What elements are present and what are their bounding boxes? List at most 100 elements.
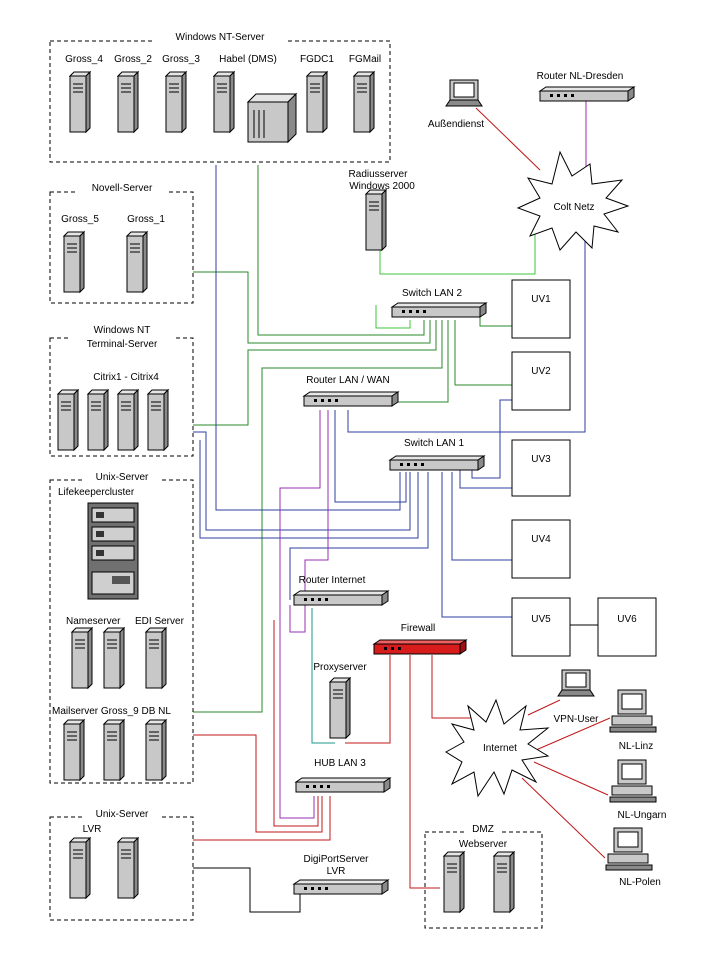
uv5-box xyxy=(511,597,571,657)
server-dbnl xyxy=(145,719,167,781)
wire-unix-to-switch2 xyxy=(193,320,443,713)
label-router-internet: Router Internet xyxy=(299,575,366,586)
wire-router-wan-to-switch1 xyxy=(334,410,407,503)
digiport-server xyxy=(293,879,389,895)
server-web-2 xyxy=(493,851,515,913)
group-title-unix-2: Unix-Server xyxy=(96,809,149,820)
label-habel: Habel (DMS) xyxy=(219,54,277,65)
colt-netz-cloud: Colt Netz xyxy=(516,150,630,251)
wire-firewall-to-proxy xyxy=(345,655,391,744)
server-nameserver-1 xyxy=(71,627,93,689)
windows-nt-servers: Gross_4 Gross_2 Gross_3 Habel (DMS) FGDC… xyxy=(65,54,381,143)
label-gross2: Gross_2 xyxy=(114,54,152,65)
server-fgmail xyxy=(353,71,375,133)
wire-internet-to-linz xyxy=(535,717,611,751)
server-gross2 xyxy=(117,71,139,133)
server-gross1 xyxy=(126,231,148,293)
server-lvr-2 xyxy=(117,837,139,899)
wire-switch2-up xyxy=(375,305,411,329)
label-radius-2: Windows 2000 xyxy=(349,181,415,192)
label-linz: NL-Linz xyxy=(619,741,653,752)
radius-server: Radiusserver Windows 2000 xyxy=(349,169,415,251)
wire-switch1-up xyxy=(459,470,512,489)
server-mailserver xyxy=(63,719,85,781)
label-colt: Colt Netz xyxy=(553,202,594,213)
wire-internet-to-vpn xyxy=(527,699,561,716)
wire-internet-to-ungarn xyxy=(533,761,609,796)
lifekeeper-cluster-rack xyxy=(87,502,139,600)
server-edi xyxy=(145,627,167,689)
label-mailserver: Mailserver Gross_9 DB NL xyxy=(52,706,171,717)
label-proxy: Proxyserver xyxy=(313,662,367,673)
unix-servers: Lifekeepercluster Nameserver EDI Server … xyxy=(52,487,185,781)
wire-internet-to-hub xyxy=(273,620,319,827)
wire-citrix-to-switch2 xyxy=(193,320,437,426)
label-uv6: UV6 xyxy=(617,614,637,625)
wire-router-internet-to-switch1 xyxy=(289,472,429,600)
uv-boxes: UV1 UV2 UV3 UV4 UV5 UV6 xyxy=(511,279,657,657)
server-citrix1 xyxy=(57,389,79,451)
group-title-nt: Windows NT-Server xyxy=(176,32,266,43)
wire-lvr-to-digiport xyxy=(193,867,301,913)
label-ungarn: NL-Ungarn xyxy=(618,810,667,821)
label-lifekeeper: Lifekeepercluster xyxy=(58,487,135,498)
wire-switch1-to-uv5 xyxy=(441,472,512,618)
server-gross5 xyxy=(63,231,85,293)
label-uv4: UV4 xyxy=(531,534,551,545)
label-uv2: UV2 xyxy=(531,366,551,377)
wire-switch1-to-uv4 xyxy=(451,472,512,561)
dmz-servers: Webserver xyxy=(443,839,515,913)
label-nameserver: Nameserver xyxy=(66,616,121,627)
label-router-wan: Router LAN / WAN xyxy=(306,375,390,386)
label-gross4: Gross_4 xyxy=(65,54,103,65)
uv4-box xyxy=(511,519,571,579)
clients: Außendienst VPN-User NL-Linz NL-Ungarn N… xyxy=(428,79,667,888)
label-router-dresden: Router NL-Dresden xyxy=(537,71,624,82)
pc-nl-linz xyxy=(609,689,657,733)
laptop-vpn-user xyxy=(557,669,595,697)
label-uv1: UV1 xyxy=(531,294,551,305)
uv3-box xyxy=(511,439,571,497)
wire-switch1-to-uv3 xyxy=(471,399,512,479)
label-internet: Internet xyxy=(483,743,517,754)
server-gross4 xyxy=(69,71,91,133)
wire-nt-to-switch2 xyxy=(257,165,425,336)
label-polen: NL-Polen xyxy=(619,877,661,888)
internet-cloud: Internet xyxy=(445,698,550,798)
label-fgmail: FGMail xyxy=(349,54,381,65)
uv2-box xyxy=(511,351,571,411)
pc-nl-polen xyxy=(605,827,653,871)
group-frames xyxy=(49,40,543,929)
router-lan-wan xyxy=(303,391,399,407)
server-proxy xyxy=(329,677,351,739)
wire-switch1-to-router xyxy=(347,240,586,433)
label-webserver: Webserver xyxy=(459,839,508,850)
label-switch2: Switch LAN 2 xyxy=(402,288,462,299)
switch-lan-2 xyxy=(391,302,487,318)
wire-lvr-to-hub xyxy=(193,796,331,841)
group-title-terminal-2: Terminal-Server xyxy=(87,339,158,350)
network-devices: Switch LAN 2 Router LAN / WAN Switch LAN… xyxy=(293,71,635,895)
label-uv5: UV5 xyxy=(531,614,551,625)
wire-internet-to-polen xyxy=(521,777,606,859)
wire-switch2-to-uv2 xyxy=(454,320,512,386)
server-nameserver-2 xyxy=(103,627,125,689)
label-citrix: Citrix1 - Citrix4 xyxy=(93,372,159,383)
label-lvr: LVR xyxy=(83,824,102,835)
firewall xyxy=(372,639,468,655)
wire-novell-to-switch2 xyxy=(193,271,431,344)
label-vpn: VPN-User xyxy=(553,714,599,725)
wire-citrix-to-switch1 xyxy=(193,431,411,531)
wire-firewall-to-internet xyxy=(431,655,472,719)
pc-nl-ungarn xyxy=(609,759,657,803)
lvr-servers: LVR xyxy=(69,824,139,899)
group-title-novell: Novell-Server xyxy=(92,183,153,194)
server-citrix3 xyxy=(117,389,139,451)
wire-router-internet-to-proxy xyxy=(311,608,335,744)
label-radius-1: Radiusserver xyxy=(349,169,409,180)
wire-unix-to-hub xyxy=(193,734,323,833)
label-hub3: HUB LAN 3 xyxy=(314,758,366,769)
wire-nt-to-switch1 xyxy=(215,165,401,511)
router-nl-dresden xyxy=(539,86,635,102)
